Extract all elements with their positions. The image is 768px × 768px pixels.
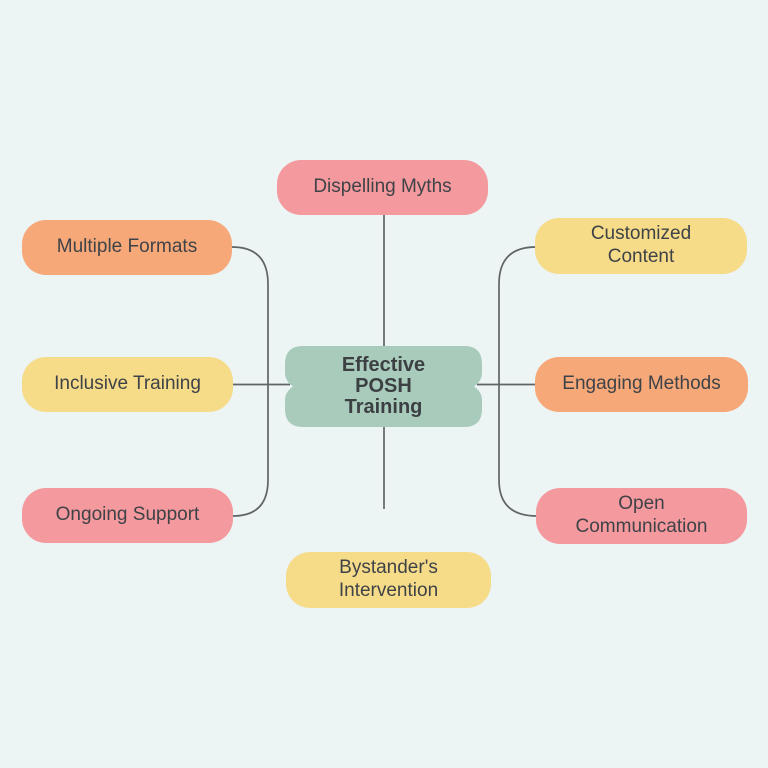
node-open-communication[interactable]: Open Communication (536, 488, 747, 544)
node-ongoing-support[interactable]: Ongoing Support (22, 488, 233, 543)
node-engaging-methods[interactable]: Engaging Methods (535, 357, 748, 412)
central-label-line1: Effective (341, 354, 426, 376)
node-label: Customized Content (590, 223, 692, 267)
node-label: Inclusive Training (54, 373, 201, 395)
node-multiple-formats[interactable]: Multiple Formats (22, 220, 232, 275)
node-label: Bystander's Intervention (338, 557, 439, 601)
node-inclusive-training[interactable]: Inclusive Training (22, 357, 233, 412)
node-dispelling-myths[interactable]: Dispelling Myths (277, 160, 488, 215)
connector-right-branch (498, 246, 538, 517)
node-label: Ongoing Support (55, 504, 200, 526)
node-label: Dispelling Myths (313, 176, 452, 198)
node-bystanders-intervention[interactable]: Bystander's Intervention (286, 552, 491, 608)
connector-left-branch (231, 246, 269, 517)
node-label: Engaging Methods (562, 373, 721, 395)
central-node-shape (285, 346, 482, 427)
node-label: Multiple Formats (56, 236, 198, 258)
central-label-line3: Training (344, 396, 423, 418)
central-label-line2: POSH (355, 375, 412, 397)
node-customized-content[interactable]: Customized Content (535, 218, 747, 274)
node-central[interactable]: Effective POSH Training (285, 346, 482, 427)
node-label: Open Communication (575, 493, 708, 537)
